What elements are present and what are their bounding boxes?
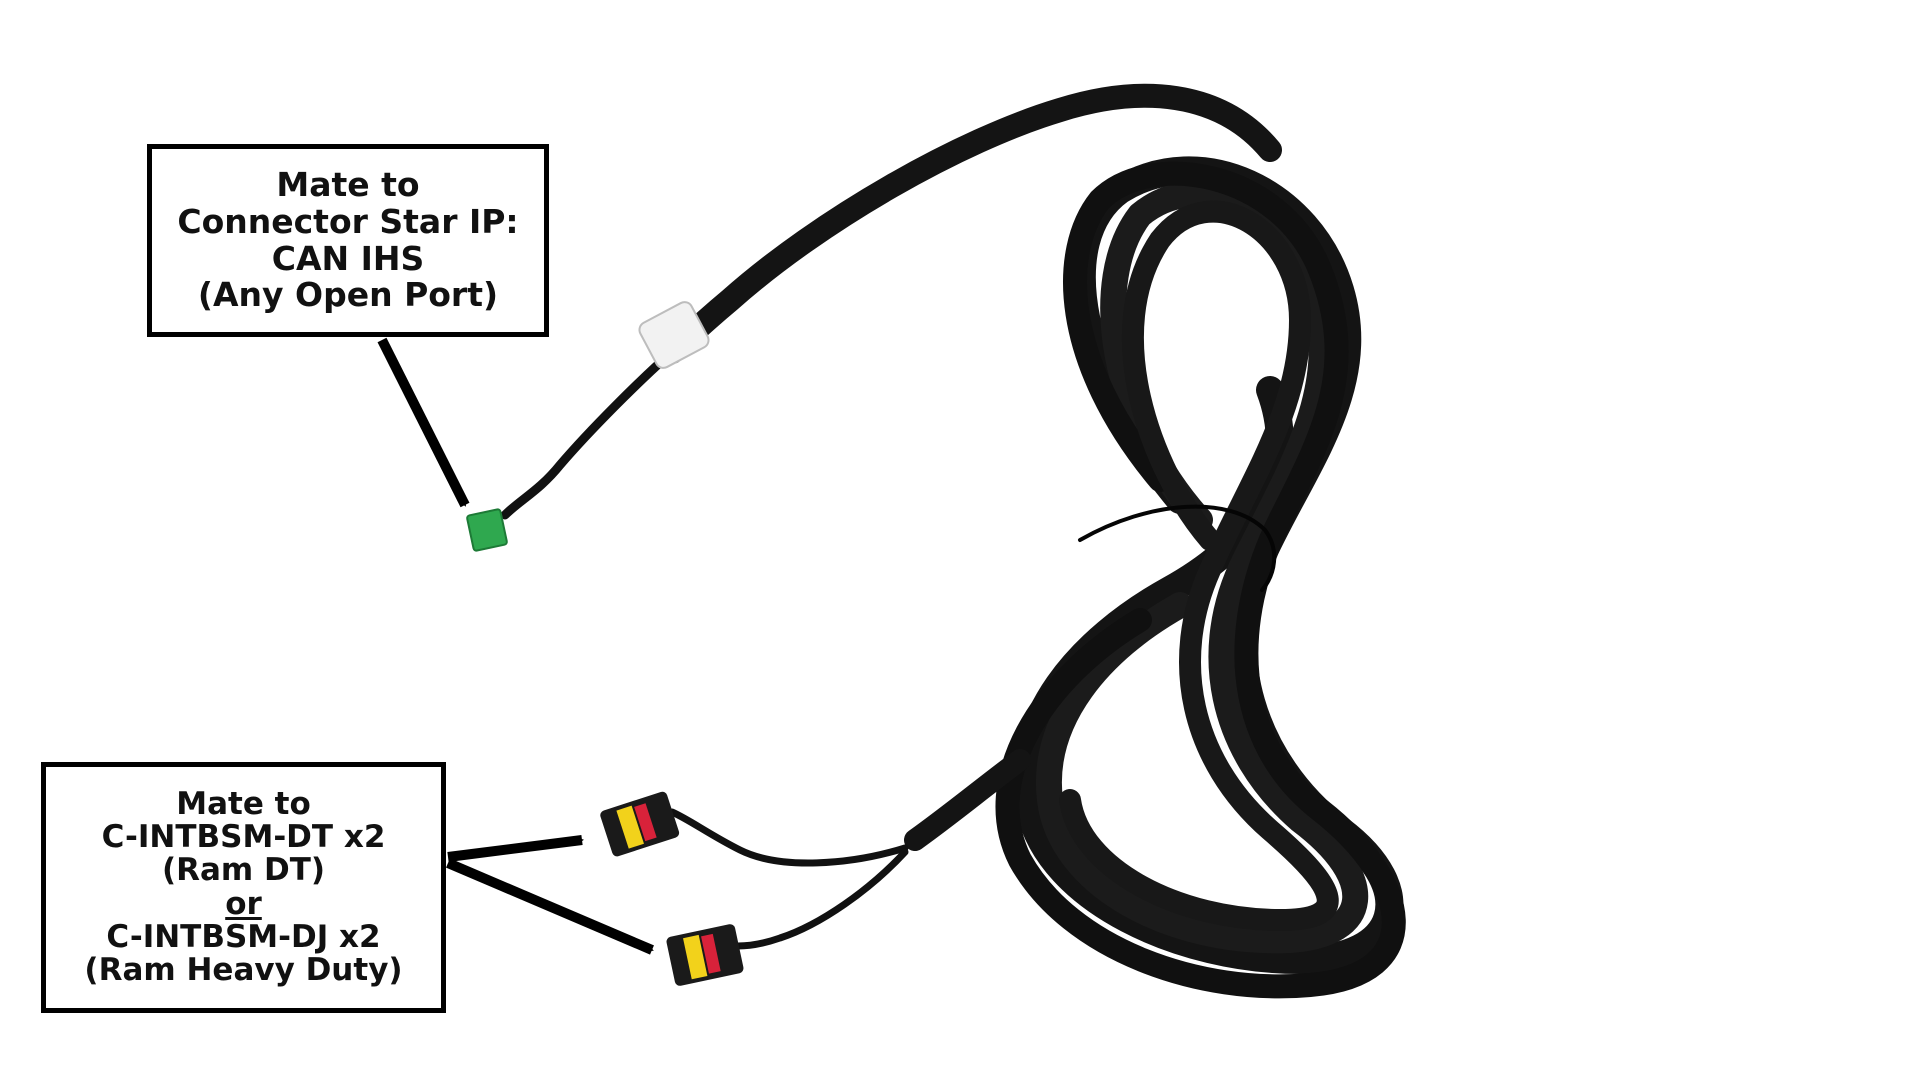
callout-top-line-1: Mate to bbox=[276, 164, 420, 204]
upper-lead bbox=[500, 83, 1282, 520]
lower-wire-2 bbox=[734, 848, 909, 950]
callout-bottom-line-3: (Ram DT) bbox=[161, 852, 326, 889]
green-connector bbox=[466, 508, 508, 552]
arrow-bottom-2 bbox=[446, 858, 654, 955]
callout-bottom-line-4: or bbox=[225, 885, 262, 922]
bsm-connector-2 bbox=[666, 924, 744, 986]
cable-coil-loop-2 bbox=[1035, 181, 1368, 954]
callout-top-line-3: CAN IHS bbox=[271, 238, 425, 278]
callout-arrows bbox=[377, 337, 654, 955]
callout-bottom-line-2: C-INTBSM-DT x2 bbox=[101, 819, 386, 856]
lower-wire-1 bbox=[668, 808, 909, 867]
arrow-bottom-1 bbox=[447, 835, 584, 862]
cable-tie bbox=[1078, 504, 1277, 592]
lower-trunk bbox=[904, 749, 1031, 851]
callout-bottom-line-1: Mate to bbox=[176, 786, 311, 823]
upper-lead-loom bbox=[660, 83, 1282, 364]
upper-lead-wire bbox=[500, 347, 677, 520]
bsm-connector-1 bbox=[600, 791, 680, 857]
label-band bbox=[638, 301, 710, 369]
coiled-cable bbox=[995, 156, 1406, 999]
arrow-top bbox=[377, 337, 470, 508]
callout-top-line-4: (Any Open Port) bbox=[197, 275, 499, 315]
callout-bottom-line-5: C-INTBSM-DJ x2 bbox=[106, 918, 381, 955]
callout-top-line-2: Connector Star IP: bbox=[177, 201, 519, 241]
lower-leads bbox=[668, 749, 1031, 950]
cable-coil-loop-3 bbox=[995, 161, 1406, 999]
cable-coil-loop-4 bbox=[1059, 200, 1339, 931]
callout-bottom-line-6: (Ram Heavy Duty) bbox=[84, 951, 403, 988]
callout-connector-star-ip: Mate to Connector Star IP: CAN IHS (Any … bbox=[147, 144, 549, 337]
callout-bsm-connectors: Mate to C-INTBSM-DT x2 (Ram DT) or C-INT… bbox=[41, 762, 446, 1013]
